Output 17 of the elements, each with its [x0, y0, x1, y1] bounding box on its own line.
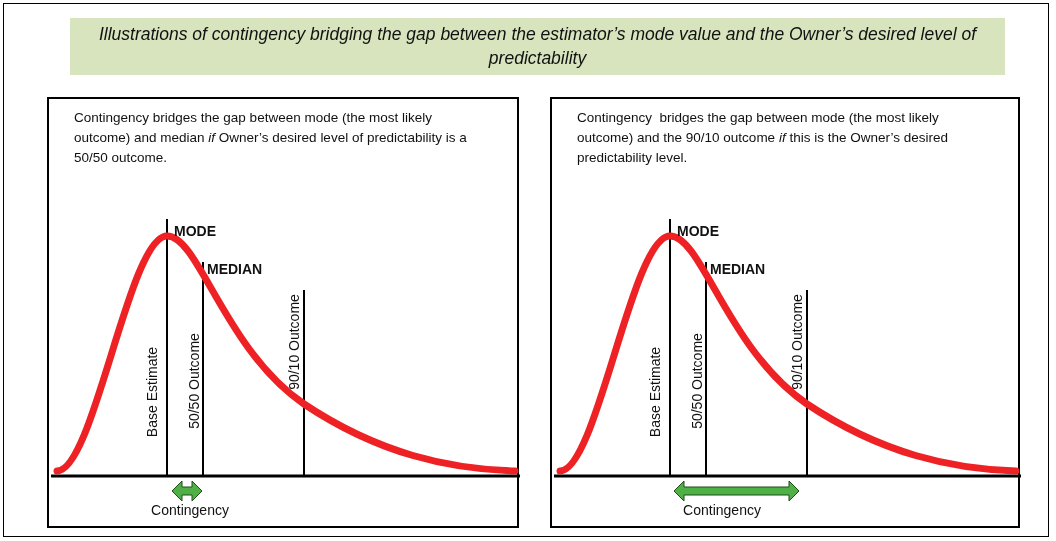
base-estimate-label: Base Estimate [647, 346, 663, 438]
median-label: MEDIAN [710, 261, 766, 277]
chart-panel [47, 97, 519, 528]
outcome-label: 90/10 Outcome [789, 294, 805, 390]
mode-label: MODE [677, 223, 719, 239]
outcome-label: 90/10 Outcome [286, 294, 302, 390]
description-text: Contingency bridges the gap between mode (the most likely outcome) and median if Owner’s desired level of predictability is a 50/50 outcome. [74, 109, 468, 167]
mode-label: MODE [174, 223, 216, 239]
outcome-label: 50/50 Outcome [689, 333, 705, 429]
description-text: Contingency bridges the gap between mode (the most likely outcome) and the 90/10 outcome if this is the Owner’s desired predictability level. [577, 109, 949, 167]
title-banner: Illustrations of contingency bridging the gap between the estimator’s mode value and the Owner’s desired level of predictability [70, 18, 1005, 75]
base-estimate-label: Base Estimate [144, 346, 160, 438]
outcome-label: 50/50 Outcome [186, 333, 202, 429]
contingency-label: Contingency [683, 502, 761, 518]
median-label: MEDIAN [207, 261, 263, 277]
contingency-label: Contingency [151, 502, 229, 518]
chart-panel [550, 97, 1020, 528]
